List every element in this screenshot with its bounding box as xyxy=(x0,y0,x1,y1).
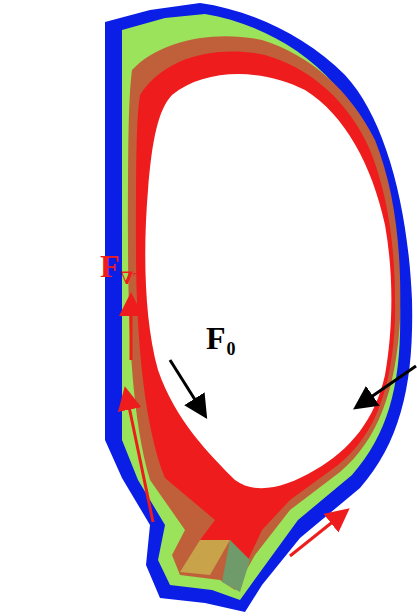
force-symbol: F xyxy=(100,250,120,282)
outer-sol-band xyxy=(105,3,412,612)
force-symbol: F xyxy=(206,322,226,354)
divertor-leg-left xyxy=(180,540,230,575)
force-subscript: 0 xyxy=(227,340,236,358)
grad-t-force-arrow xyxy=(126,392,153,522)
divertor-leg-right xyxy=(222,540,250,592)
inner-sol-band xyxy=(128,36,400,590)
separatrix-band xyxy=(136,51,395,560)
core-plasma xyxy=(145,74,391,488)
friction-force-arrow xyxy=(358,366,416,406)
grad-t-force-arrow xyxy=(290,512,345,556)
middle-sol-band xyxy=(122,14,400,600)
friction-force-arrow xyxy=(170,360,204,414)
force-subscript: ∇T xyxy=(121,270,145,287)
grad-t-force-arrow xyxy=(130,298,133,360)
